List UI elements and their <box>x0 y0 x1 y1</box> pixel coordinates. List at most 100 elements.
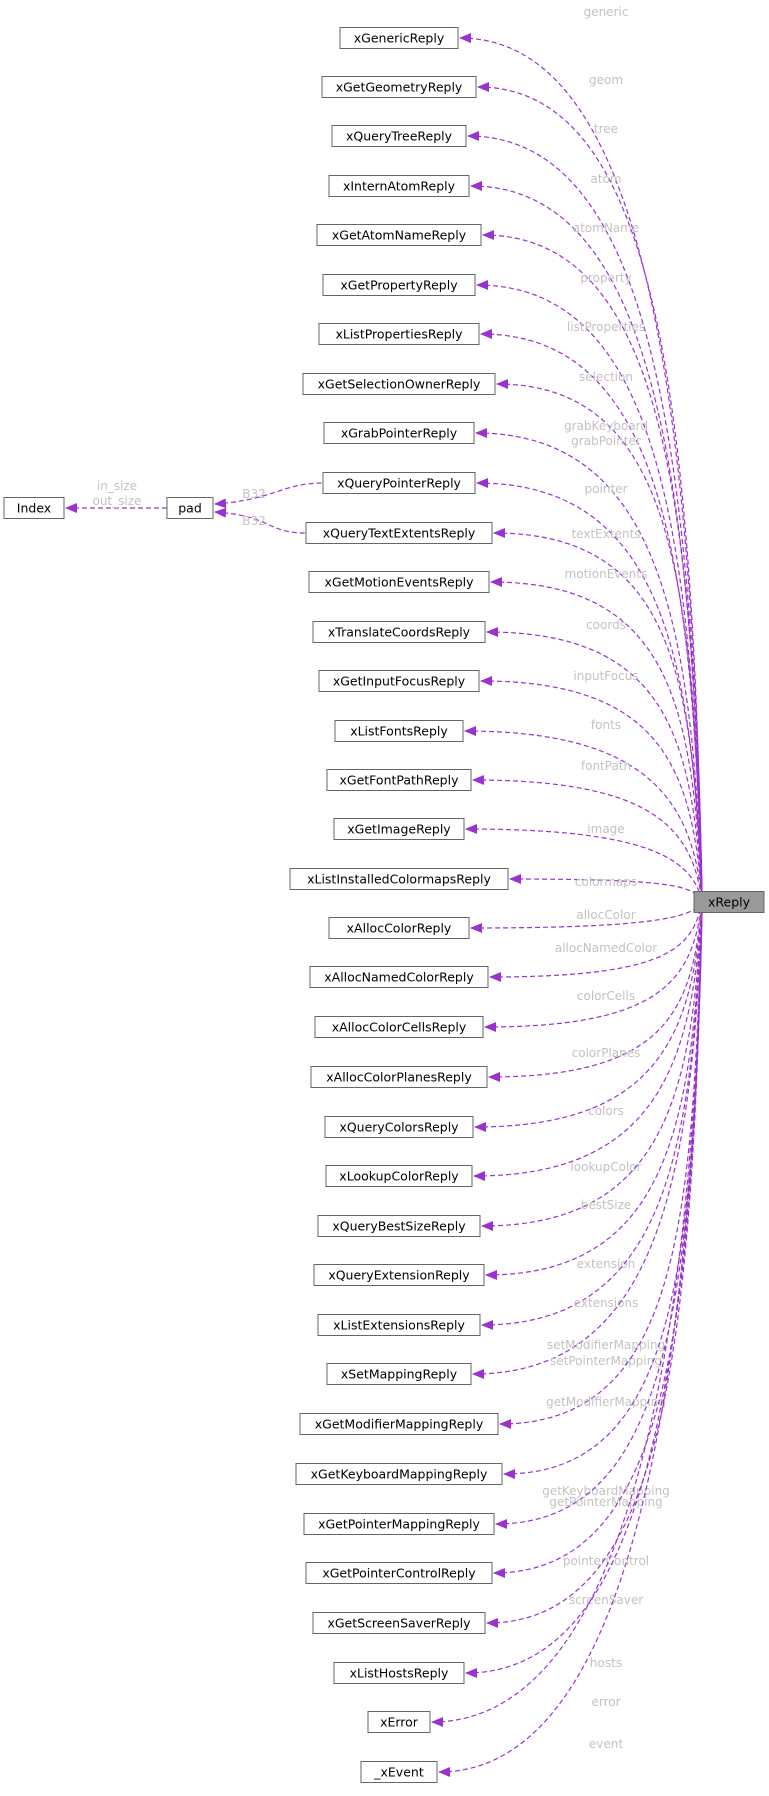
node-x-query-extension-reply[interactable]: xQueryExtensionReply <box>313 1264 485 1286</box>
edge-label: event <box>589 1737 623 1751</box>
node-x-generic-reply[interactable]: xGenericReply <box>339 27 459 49</box>
node-label: xQueryTreeReply <box>346 129 453 144</box>
node-box <box>339 27 459 49</box>
edge-x-query-extension-reply: extension <box>485 906 703 1280</box>
edge-label: property <box>580 271 631 285</box>
node-x-list-fonts-reply[interactable]: xListFontsReply <box>334 720 464 742</box>
edge-line <box>467 131 703 894</box>
edge-line <box>438 911 703 1777</box>
edge-x-generic-reply: generic <box>459 5 703 893</box>
edge-line <box>493 528 703 898</box>
edge-label: pointer <box>585 482 628 496</box>
edge-x-translate-coords-reply: coords <box>486 618 703 899</box>
node-label: xGrabPointerReply <box>341 426 458 441</box>
node-x-alloc-color-planes-reply[interactable]: xAllocColorPlanesReply <box>310 1066 488 1088</box>
node-label: xGetPointerControlReply <box>322 1566 476 1581</box>
edge-label: atom <box>590 172 621 186</box>
edge-line <box>493 909 703 1578</box>
node-x-get-selection-owner-reply[interactable]: xGetSelectionOwnerReply <box>302 373 496 395</box>
node-x-get-pointer-control-reply[interactable]: xGetPointerControlReply <box>305 1562 493 1584</box>
node-x-get-property-reply[interactable]: xGetPropertyReply <box>322 274 476 296</box>
node-label: xError <box>380 1715 419 1730</box>
node-box <box>367 1711 431 1733</box>
edge-label: out_size <box>93 494 142 508</box>
node-x-intern-atom-reply[interactable]: xInternAtomReply <box>328 175 470 197</box>
node-x-list-extensions-reply[interactable]: xListExtensionsReply <box>317 1314 481 1336</box>
node-box <box>331 125 467 147</box>
node-x-list-installed-colormaps-reply[interactable]: xListInstalledColormapsReply <box>289 868 509 890</box>
node-label: xListInstalledColormapsReply <box>307 872 491 887</box>
node-label: xLookupColorReply <box>339 1169 459 1184</box>
edge-x-list-fonts-reply: fonts <box>464 718 703 901</box>
node-box <box>322 472 476 494</box>
edge-line <box>482 230 703 895</box>
edge-label: grabPointer <box>571 434 641 448</box>
edge-x-get-property-reply: property <box>476 271 703 895</box>
node-label: xReply <box>708 895 751 910</box>
node-label: xAllocColorCellsReply <box>332 1020 467 1035</box>
node-x-get-input-focus-reply[interactable]: xGetInputFocusReply <box>318 670 480 692</box>
node-x-translate-coords-reply[interactable]: xTranslateCoordsReply <box>312 621 486 643</box>
node-index[interactable]: Index <box>3 497 65 519</box>
node-x-get-motion-events-reply[interactable]: xGetMotionEventsReply <box>308 571 490 593</box>
edge-label: bestSize <box>581 1198 632 1212</box>
edge-label: B32 <box>242 487 266 501</box>
node-x-get-geometry-reply[interactable]: xGetGeometryReply <box>321 76 477 98</box>
node-box <box>328 917 470 939</box>
node-x-query-text-extents-reply[interactable]: xQueryTextExtentsReply <box>305 522 493 544</box>
node-box <box>321 76 477 98</box>
node-x-get-keyboard-mapping-reply[interactable]: xGetKeyboardMappingReply <box>295 1463 503 1485</box>
node-x-error[interactable]: xError <box>367 1711 431 1733</box>
edge-line <box>474 904 703 1132</box>
node-x-query-pointer-reply[interactable]: xQueryPointerReply <box>322 472 476 494</box>
node-x-get-image-reply[interactable]: xGetImageReply <box>333 818 465 840</box>
node-x-set-mapping-reply[interactable]: xSetMappingReply <box>326 1363 472 1385</box>
edge-label: in_size <box>97 479 137 493</box>
node-x-query-colors-reply[interactable]: xQueryColorsReply <box>324 1116 474 1138</box>
node-box <box>312 1612 486 1634</box>
node-x-query-best-size-reply[interactable]: xQueryBestSizeReply <box>317 1215 481 1237</box>
edge-x-get-atom-name-reply: atomName <box>482 221 703 895</box>
node-x-alloc-named-color-reply[interactable]: xAllocNamedColorReply <box>309 966 489 988</box>
edge-line <box>496 379 703 897</box>
node-box <box>317 1314 481 1336</box>
node-x-grab-pointer-reply[interactable]: xGrabPointerReply <box>323 422 475 444</box>
edge-line <box>459 33 703 893</box>
node-pad[interactable]: pad <box>166 497 214 519</box>
node-label: xListExtensionsReply <box>333 1318 465 1333</box>
node-label: xGetScreenSaverReply <box>327 1616 471 1631</box>
node-x-event[interactable]: _xEvent <box>360 1761 438 1783</box>
edge-label: atomName <box>573 221 640 235</box>
node-box <box>305 522 493 544</box>
node-x-get-pointer-mapping-reply[interactable]: xGetPointerMappingReply <box>303 1513 495 1535</box>
node-box <box>323 422 475 444</box>
node-box <box>333 818 465 840</box>
edge-line <box>477 82 703 893</box>
edge-label: error <box>591 1695 620 1709</box>
node-label: xQueryBestSizeReply <box>332 1219 466 1234</box>
node-x-query-tree-reply[interactable]: xQueryTreeReply <box>331 125 467 147</box>
node-x-get-modifier-mapping-reply[interactable]: xGetModifierMappingReply <box>299 1413 499 1435</box>
edge-x-get-pointer-control-reply: pointerControl <box>493 909 703 1578</box>
node-x-get-font-path-reply[interactable]: xGetFontPathReply <box>326 769 472 791</box>
edge-label: grabKeyboard <box>564 419 648 433</box>
node-box <box>303 1513 495 1535</box>
node-x-list-properties-reply[interactable]: xListPropertiesReply <box>318 323 480 345</box>
edge-x-query-pointer-reply: pointer <box>476 478 703 898</box>
edge-line <box>472 907 703 1379</box>
node-x-get-atom-name-reply[interactable]: xGetAtomNameReply <box>316 224 482 246</box>
node-label: _xEvent <box>373 1765 424 1780</box>
edge-label: extension <box>577 1257 636 1271</box>
node-box <box>316 224 482 246</box>
node-x-reply[interactable]: xReply <box>693 891 765 913</box>
node-x-alloc-color-reply[interactable]: xAllocColorReply <box>328 917 470 939</box>
edge-x-alloc-color-planes-reply: colorPlanes <box>488 903 703 1082</box>
node-x-alloc-color-cells-reply[interactable]: xAllocColorCellsReply <box>314 1016 484 1038</box>
node-label: xGetInputFocusReply <box>333 674 466 689</box>
node-x-list-hosts-reply[interactable]: xListHostsReply <box>333 1662 465 1684</box>
node-x-get-screen-saver-reply[interactable]: xGetScreenSaverReply <box>312 1612 486 1634</box>
edge-line <box>499 907 703 1429</box>
node-x-lookup-color-reply[interactable]: xLookupColorReply <box>325 1165 473 1187</box>
node-label: xListPropertiesReply <box>335 327 463 342</box>
